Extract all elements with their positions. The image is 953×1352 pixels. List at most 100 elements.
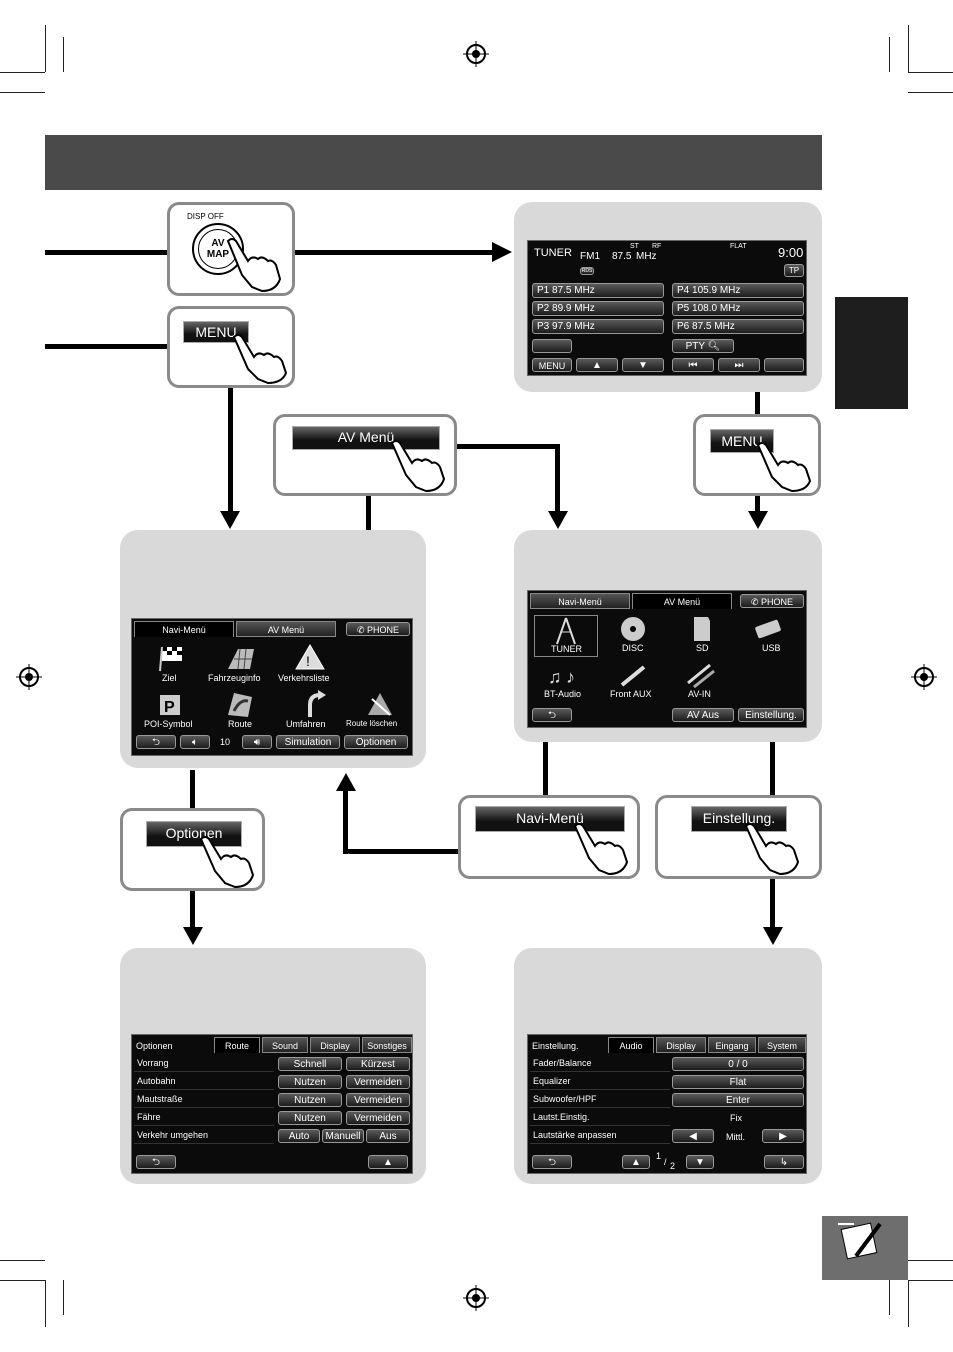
- fader-balance-value[interactable]: 0 / 0: [672, 1057, 804, 1071]
- preset-5-button[interactable]: P5 108.0 MHz: [672, 301, 804, 316]
- increase-button[interactable]: ▶: [762, 1129, 804, 1143]
- tab-display[interactable]: Display: [656, 1037, 706, 1053]
- volume-down-button[interactable]: 🔈︎: [180, 735, 210, 749]
- poi-symbol-item[interactable]: P POI-Symbol: [136, 687, 206, 731]
- phone-icon: ✆: [356, 625, 365, 635]
- einstellung-button[interactable]: Einstellung.: [738, 708, 804, 722]
- registration-mark-icon: [463, 41, 489, 67]
- preset-frequency: 108.0 MHz: [692, 303, 741, 314]
- preset-4-button[interactable]: P4 105.9 MHz: [672, 283, 804, 298]
- phone-button[interactable]: ✆ PHONE: [740, 594, 804, 608]
- autobahn-nutzen-button[interactable]: Nutzen: [278, 1075, 342, 1089]
- bt-audio-source-button[interactable]: ♫♪ BT-Audio: [534, 661, 598, 703]
- crop-mark: [889, 1280, 890, 1315]
- svg-text:♫: ♫: [548, 667, 562, 687]
- tune-up-button[interactable]: ▲: [576, 358, 618, 372]
- tuner-source-button[interactable]: TUNER: [534, 615, 598, 657]
- optionen-button[interactable]: Optionen: [344, 735, 408, 749]
- maut-vermeiden-button[interactable]: Vermeiden: [346, 1093, 410, 1107]
- map-view-button[interactable]: ▲: [368, 1155, 408, 1169]
- exit-icon: ↳: [779, 1157, 789, 1168]
- settings-panel: Einstellung. Audio Display Eingang Syste…: [514, 948, 822, 1184]
- menu-button[interactable]: MENU: [183, 321, 249, 343]
- front-aux-source-button[interactable]: Front AUX: [602, 661, 666, 703]
- equalizer-value[interactable]: Flat: [672, 1075, 804, 1089]
- poi-symbol-label: POI-Symbol: [144, 719, 193, 729]
- tab-display[interactable]: Display: [310, 1037, 360, 1053]
- simulation-button[interactable]: Simulation: [276, 735, 340, 749]
- preset-1-button[interactable]: P1 87.5 MHz: [532, 283, 664, 298]
- exit-button[interactable]: ↳: [764, 1155, 804, 1169]
- auto-button[interactable]: Auto: [278, 1129, 320, 1143]
- page-up-button[interactable]: ▲: [622, 1155, 650, 1169]
- phone-button[interactable]: ✆ PHONE: [346, 622, 410, 636]
- page-down-button[interactable]: ▼: [686, 1155, 714, 1169]
- maut-nutzen-button[interactable]: Nutzen: [278, 1093, 342, 1107]
- seek-forward-button[interactable]: ⏭: [718, 358, 760, 372]
- pty-label: PTY: [685, 341, 705, 352]
- options-panel: Optionen Route Sound Display Sonstiges V…: [120, 948, 426, 1184]
- menu-button[interactable]: MENU: [532, 358, 572, 372]
- decrease-button[interactable]: ◀: [672, 1129, 714, 1143]
- av-map-button[interactable]: AV MAP: [192, 223, 244, 275]
- page-corner-box: [822, 1216, 908, 1280]
- optionen-button[interactable]: Optionen: [146, 821, 242, 847]
- navi-menu-button[interactable]: Navi-Menü: [475, 806, 625, 832]
- blank-button[interactable]: [532, 339, 572, 353]
- tab-av-menu[interactable]: AV Menü: [632, 593, 732, 609]
- schnell-button[interactable]: Schnell: [278, 1057, 342, 1071]
- preset-3-button[interactable]: P3 97.9 MHz: [532, 319, 664, 334]
- back-button[interactable]: ⮌︎: [532, 1155, 572, 1169]
- disc-icon: [621, 617, 645, 641]
- usb-source-button[interactable]: USB: [738, 615, 804, 657]
- route-item[interactable]: Route: [206, 687, 276, 731]
- tuner-screen: TUNER FM1 87.5 MHz ST RF FLAT 9:00 TP RD…: [527, 240, 807, 376]
- aus-button[interactable]: Aus: [366, 1129, 410, 1143]
- av-in-source-button[interactable]: AV-IN: [670, 661, 734, 703]
- ziel-item[interactable]: Ziel: [136, 641, 206, 685]
- blank-button[interactable]: [764, 358, 804, 372]
- route-loeschen-item[interactable]: Route löschen: [346, 687, 414, 731]
- sd-source-button[interactable]: SD: [670, 615, 734, 657]
- tab-sound[interactable]: Sound: [262, 1037, 308, 1053]
- av-menu-screen: Navi-Menü AV Menü ✆ PHONE TUNER DISC SD …: [527, 590, 807, 728]
- tab-route[interactable]: Route: [214, 1037, 260, 1053]
- tune-down-button[interactable]: ▼: [622, 358, 664, 372]
- tab-av-menu[interactable]: AV Menü: [236, 621, 336, 637]
- tab-audio[interactable]: Audio: [608, 1037, 654, 1053]
- einstellung-button[interactable]: Einstellung.: [691, 806, 787, 832]
- umfahren-item[interactable]: Umfahren: [276, 687, 346, 731]
- manuell-button[interactable]: Manuell: [322, 1129, 364, 1143]
- tab-sonstiges[interactable]: Sonstiges: [362, 1037, 412, 1053]
- tab-system[interactable]: System: [758, 1037, 806, 1053]
- flow-arrow: [548, 511, 568, 529]
- verkehrsliste-item[interactable]: ! Verkehrsliste: [276, 641, 346, 685]
- subwoofer-enter-button[interactable]: Enter: [672, 1093, 804, 1107]
- flow-arrow: [183, 927, 203, 945]
- preset-frequency: 87.5 MHz: [692, 321, 735, 332]
- triangle-icon: ▲: [383, 1157, 393, 1168]
- autobahn-vermeiden-button[interactable]: Vermeiden: [346, 1075, 410, 1089]
- tuner-source: TUNER: [534, 247, 572, 259]
- av-aus-button[interactable]: AV Aus: [672, 708, 734, 722]
- seek-back-button[interactable]: ⏮: [672, 358, 714, 372]
- disc-source-button[interactable]: DISC: [602, 615, 666, 657]
- back-button[interactable]: ⮌︎: [136, 735, 176, 749]
- av-menu-button[interactable]: AV Menü: [292, 426, 440, 450]
- back-button[interactable]: ⮌︎: [136, 1155, 176, 1169]
- pty-button[interactable]: PTY 🔍︎: [672, 339, 734, 353]
- kuerzest-button[interactable]: Kürzest: [346, 1057, 410, 1071]
- tab-eingang[interactable]: Eingang: [708, 1037, 756, 1053]
- faehre-vermeiden-button[interactable]: Vermeiden: [346, 1111, 410, 1125]
- preset-number: P3: [537, 321, 550, 332]
- page-separator: /: [664, 1157, 667, 1167]
- tab-navi-menu[interactable]: Navi-Menü: [530, 593, 630, 609]
- faehre-nutzen-button[interactable]: Nutzen: [278, 1111, 342, 1125]
- volume-up-button[interactable]: 🔊︎: [242, 735, 272, 749]
- fahrzeuginfo-item[interactable]: Fahrzeuginfo: [206, 641, 276, 685]
- tp-button[interactable]: TP: [784, 264, 804, 277]
- tab-navi-menu[interactable]: Navi-Menü: [134, 621, 234, 637]
- preset-6-button[interactable]: P6 87.5 MHz: [672, 319, 804, 334]
- preset-2-button[interactable]: P2 89.9 MHz: [532, 301, 664, 316]
- back-button[interactable]: ⮌︎: [532, 708, 572, 722]
